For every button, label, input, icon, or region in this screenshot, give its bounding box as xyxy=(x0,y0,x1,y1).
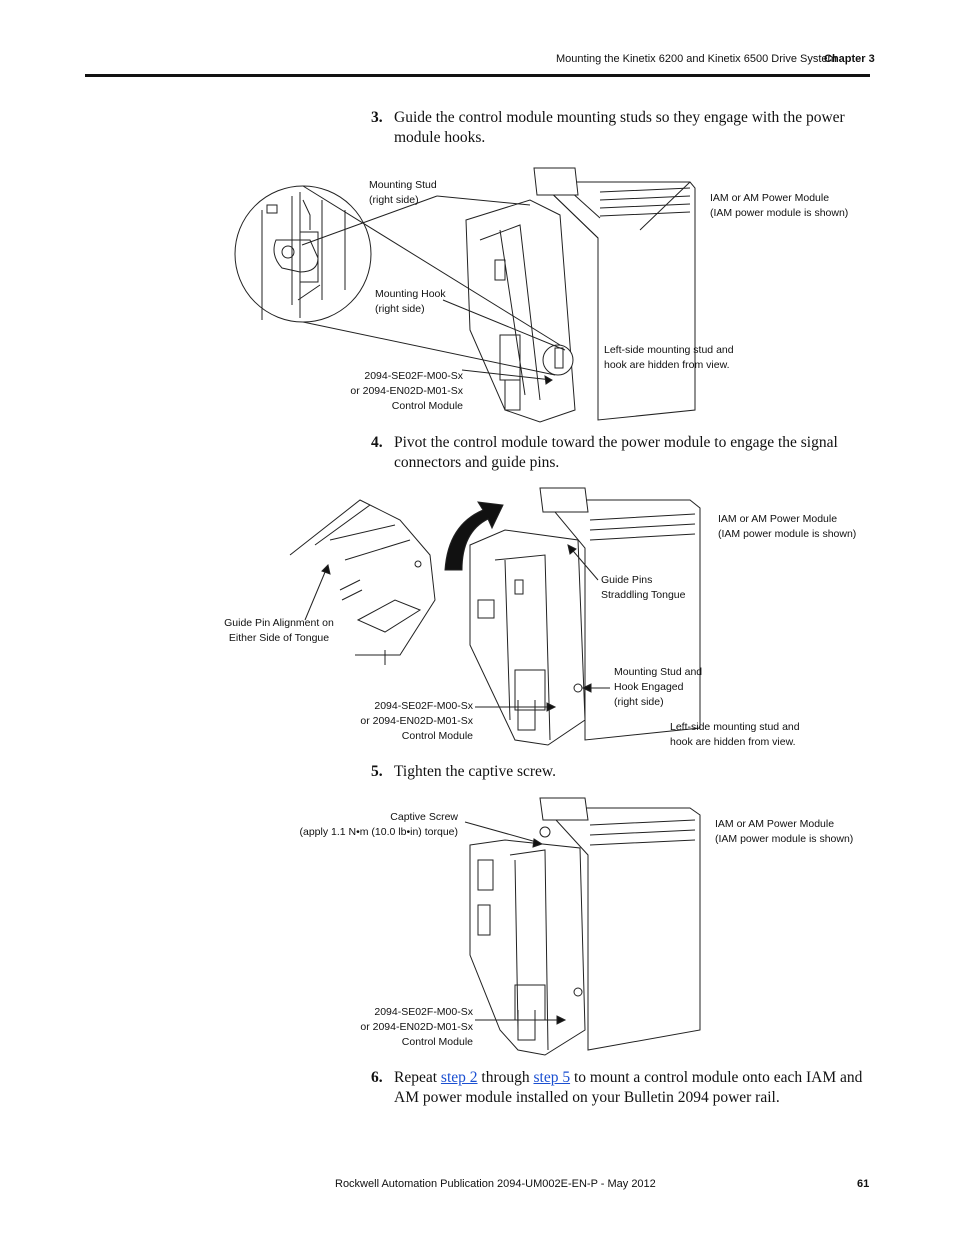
label-line: Guide Pin Alignment on xyxy=(224,617,334,629)
step-text-pre: Repeat xyxy=(394,1069,441,1086)
step-3: 3. Guide the control module mounting stu… xyxy=(371,108,871,148)
step-5: 5. Tighten the captive screw. xyxy=(371,762,871,782)
step-text: Pivot the control module toward the powe… xyxy=(394,434,838,471)
label-guide-pins: Guide Pins Straddling Tongue xyxy=(601,573,685,603)
label-line: Mounting Hook xyxy=(375,288,446,300)
footer-publication: Rockwell Automation Publication 2094-UM0… xyxy=(335,1178,656,1190)
label-line: (IAM power module is shown) xyxy=(715,833,854,845)
step-text: Tighten the captive screw. xyxy=(394,763,556,780)
label-guide-pin-alignment: Guide Pin Alignment on Either Side of To… xyxy=(222,616,336,646)
label-line: IAM or AM Power Module xyxy=(715,818,835,830)
label-line: (IAM power module is shown) xyxy=(710,207,849,219)
label-mounting-stud: Mounting Stud (right side) xyxy=(369,178,437,208)
label-line: (right side) xyxy=(375,303,425,315)
step-text-mid: through xyxy=(477,1069,534,1086)
label-line: (apply 1.1 N•m (10.0 lb•in) torque) xyxy=(299,826,458,838)
step-2-link[interactable]: step 2 xyxy=(440,1069,478,1086)
running-header-title: Mounting the Kinetix 6200 and Kinetix 65… xyxy=(556,53,837,65)
label-control-module: 2094-SE02F-M00-Sx or 2094-EN02D-M01-Sx C… xyxy=(350,699,473,744)
label-line: Left-side mounting stud and xyxy=(604,344,734,356)
running-header-chapter: Chapter 3 xyxy=(824,53,875,65)
label-power-module: IAM or AM Power Module (IAM power module… xyxy=(715,817,853,847)
label-line: hook are hidden from view. xyxy=(670,736,796,748)
step-6: 6. Repeat step 2 through step 5 to mount… xyxy=(371,1068,871,1108)
step-number: 5. xyxy=(371,763,383,780)
pivot-arrow xyxy=(445,502,503,570)
step-number: 6. xyxy=(371,1069,383,1086)
header-rule xyxy=(85,74,870,77)
label-line: 2094-SE02F-M00-Sx xyxy=(374,700,473,712)
step-text: Guide the control module mounting studs … xyxy=(394,109,845,146)
label-line: 2094-SE02F-M00-Sx xyxy=(374,1006,473,1018)
step-number: 4. xyxy=(371,434,383,451)
label-line: or 2094-EN02D-M01-Sx xyxy=(360,715,473,727)
label-line: Mounting Stud and xyxy=(614,666,703,678)
step-text: Repeat step 2 through step 5 to mount a … xyxy=(394,1068,871,1108)
label-power-module: IAM or AM Power Module (IAM power module… xyxy=(718,512,856,542)
label-line: Left-side mounting stud and xyxy=(670,721,800,733)
label-line: Mounting Stud xyxy=(369,179,437,191)
label-mounting-hook: Mounting Hook (right side) xyxy=(375,287,446,317)
label-line: Control Module xyxy=(401,730,473,742)
label-line: IAM or AM Power Module xyxy=(718,513,838,525)
label-line: Straddling Tongue xyxy=(601,589,686,601)
label-stud-hook-engaged: Mounting Stud and Hook Engaged (right si… xyxy=(614,665,702,710)
label-line: Guide Pins xyxy=(601,574,653,586)
label-control-module: 2094-SE02F-M00-Sx or 2094-EN02D-M01-Sx C… xyxy=(340,369,463,414)
label-captive-screw: Captive Screw (apply 1.1 N•m (10.0 lb•in… xyxy=(290,810,458,840)
label-power-module: IAM or AM Power Module (IAM power module… xyxy=(710,191,848,221)
label-line: IAM or AM Power Module xyxy=(710,192,830,204)
label-line: Hook Engaged xyxy=(614,681,684,693)
step-4: 4. Pivot the control module toward the p… xyxy=(371,433,871,473)
label-hidden-stud: Left-side mounting stud and hook are hid… xyxy=(670,720,800,750)
label-control-module: 2094-SE02F-M00-Sx or 2094-EN02D-M01-Sx C… xyxy=(350,1005,473,1050)
label-line: Control Module xyxy=(391,400,463,412)
label-line: or 2094-EN02D-M01-Sx xyxy=(360,1021,473,1033)
step-5-link[interactable]: step 5 xyxy=(533,1069,571,1086)
label-line: or 2094-EN02D-M01-Sx xyxy=(350,385,463,397)
label-line: Either Side of Tongue xyxy=(228,632,330,644)
label-line: (right side) xyxy=(614,696,664,708)
label-line: hook are hidden from view. xyxy=(604,359,730,371)
step-number: 3. xyxy=(371,109,383,126)
label-line: (right side) xyxy=(369,194,419,206)
page-number: 61 xyxy=(857,1178,870,1190)
step-text-post: to mount a control module onto each IAM … xyxy=(394,1069,863,1106)
label-line: Captive Screw xyxy=(390,811,458,823)
label-hidden-stud: Left-side mounting stud and hook are hid… xyxy=(604,343,734,373)
label-line: 2094-SE02F-M00-Sx xyxy=(364,370,463,382)
label-line: Control Module xyxy=(401,1036,473,1048)
label-line: (IAM power module is shown) xyxy=(718,528,857,540)
